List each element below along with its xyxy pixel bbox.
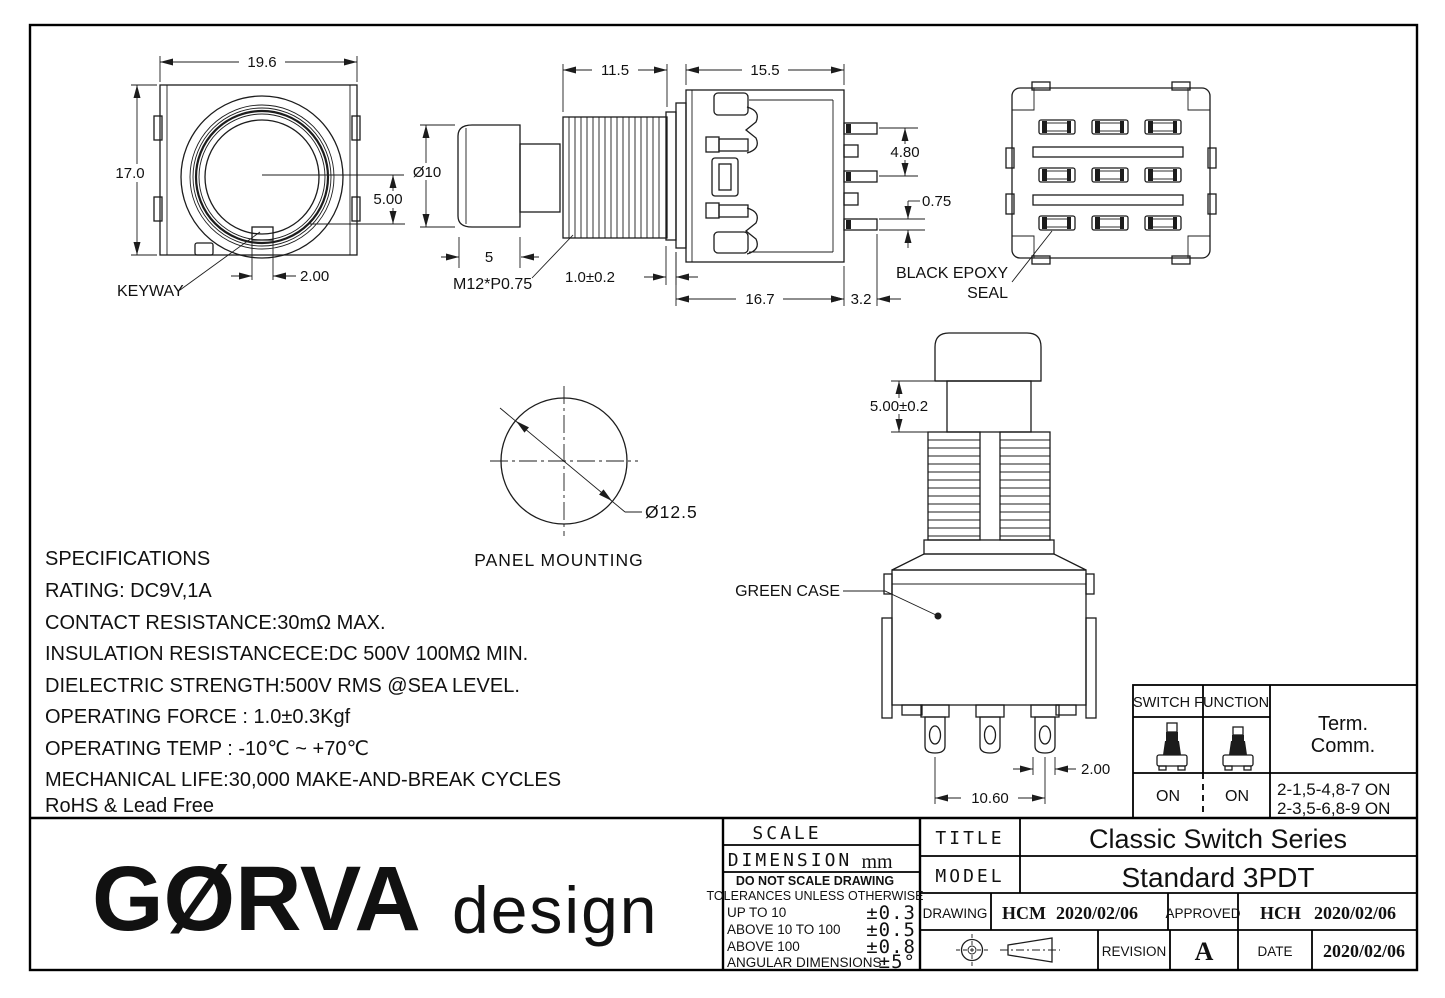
spec-contact-resistance: CONTACT RESISTANCE:30mΩ MAX. — [45, 612, 386, 634]
spec-rohs: RoHS & Lead Free — [45, 795, 214, 817]
spec-dielectric-strength: DIELECTRIC STRENGTH:500V RMS @SEA LEVEL. — [45, 675, 520, 697]
tolerance-row-value: ±5° — [879, 951, 916, 973]
approved-label: APPROVED — [1165, 906, 1240, 921]
panel-mounting-view: Ø12.5 PANEL MOUNTING — [474, 386, 697, 570]
side-view: 11.5 15.5 Ø10 5 M12*P0.75 1.0±0.2 16.7 — [404, 62, 951, 308]
side-button-length-dim: 5 — [485, 249, 493, 266]
approved-date: 2020/02/06 — [1314, 903, 1396, 923]
front-width-dim: 19.6 — [247, 54, 276, 71]
side-body-length-dim: 15.5 — [750, 62, 779, 79]
term-comm-label-line2: Comm. — [1311, 735, 1375, 757]
side-pin-pitch-dim: 4.80 — [890, 144, 919, 161]
tolerance-row-value: ±0.8 — [866, 936, 916, 958]
keyway-notch — [251, 226, 274, 241]
bottom-view: BLACK EPOXY SEAL — [896, 81, 1217, 302]
terminal-comm-line1: 2-1,5-4,8-7 ON — [1277, 780, 1390, 799]
epoxy-seal-label-line2: SEAL — [967, 285, 1008, 302]
side-pin-thickness-dim: 0.75 — [922, 193, 951, 210]
spec-operating-temp: OPERATING TEMP : -10℃ ~ +70℃ — [45, 738, 369, 760]
revision-label: REVISION — [1102, 944, 1167, 959]
thread-spec-label: M12*P0.75 — [453, 276, 532, 293]
approved-by: HCH — [1260, 903, 1301, 923]
switch-function-header: SWITCH FUNCTION — [1133, 695, 1269, 711]
assembly-terminal-span-dim: 10.60 — [971, 790, 1009, 807]
scale-label: SCALE — [752, 823, 821, 844]
keyway-label: KEYWAY — [117, 283, 184, 300]
model-label: MODEL — [935, 866, 1004, 887]
switch-function-table: SWITCH FUNCTION Term. Comm. ON ON 2-1,5-… — [1132, 684, 1418, 819]
front-view: 19.6 17.0 5.00 2.00 KEYWAY — [106, 54, 411, 300]
panel-mounting-caption: PANEL MOUNTING — [474, 550, 644, 570]
tolerance-row-label: UP TO 10 — [727, 905, 786, 920]
spec-insulation-resistance: INSULATION RESISTANCECE:DC 500V 100MΩ MI… — [45, 643, 528, 665]
term-comm-label-line1: Term. — [1318, 713, 1368, 735]
spec-mechanical-life: MECHANICAL LIFE:30,000 MAKE-AND-BREAK CY… — [45, 769, 561, 791]
specifications: SPECIFICATIONS RATING: DC9V,1A CONTACT R… — [45, 548, 561, 817]
dimension-unit: mm — [861, 851, 893, 873]
terminal-comm-line2: 2-3,5-6,8-9 ON — [1277, 799, 1390, 818]
brand-name: GØRVA — [92, 848, 421, 950]
side-body-depth-dim: 16.7 — [745, 291, 774, 308]
side-pin-protrusion-dim: 3.2 — [851, 291, 872, 308]
tolerance-row-value: ±0.5 — [866, 919, 916, 941]
side-bushing-dim: 1.0±0.2 — [565, 269, 615, 286]
model-value: Standard 3PDT — [1122, 862, 1315, 893]
front-center-dim: 5.00 — [373, 191, 402, 208]
tolerance-row-label: ABOVE 100 — [727, 939, 800, 954]
assembly-terminal-width-dim: 2.00 — [1081, 761, 1110, 778]
tolerance-row-label: ANGULAR DIMENSIONS — [727, 955, 882, 970]
tolerance-row-label: ABOVE 10 TO 100 — [727, 922, 841, 937]
date-value: 2020/02/06 — [1323, 941, 1405, 961]
epoxy-seal-label-line1: BLACK EPOXY — [896, 265, 1008, 282]
side-button-dia-dim: Ø10 — [413, 164, 441, 181]
switch-released-icon — [1156, 722, 1188, 771]
front-height-dim: 17.0 — [115, 165, 144, 182]
tolerances-note: TOLERANCES UNLESS OTHERWISE — [707, 889, 924, 903]
spec-rating: RATING: DC9V,1A — [45, 580, 212, 602]
dimension-label: DIMENSION — [728, 850, 853, 871]
switch-state-right: ON — [1225, 788, 1249, 805]
projection-target-icon — [956, 934, 988, 966]
panel-hole-dia-dim: Ø12.5 — [645, 502, 698, 522]
date-label: DATE — [1257, 944, 1292, 959]
assembly-travel-dim: 5.00±0.2 — [870, 398, 928, 415]
title-value: Classic Switch Series — [1089, 824, 1347, 854]
front-keyway-dim: 2.00 — [300, 268, 329, 285]
revision-value: A — [1195, 937, 1214, 966]
drawing-date: 2020/02/06 — [1056, 903, 1138, 923]
switch-pressed-icon — [1222, 726, 1254, 771]
do-not-scale-note: DO NOT SCALE DRAWING — [736, 874, 894, 888]
specs-title: SPECIFICATIONS — [45, 548, 210, 570]
drawing-by: HCM — [1002, 903, 1046, 923]
logo: GØRVA design — [92, 848, 659, 950]
side-thread-length-dim: 11.5 — [601, 62, 629, 79]
switch-state-left: ON — [1156, 788, 1180, 805]
drawing-label: DRAWING — [923, 906, 988, 921]
green-case-label: GREEN CASE — [735, 583, 840, 600]
assembly-view: 5.00±0.2 GREEN CASE 2.00 10.60 — [735, 332, 1110, 807]
title-label: TITLE — [935, 828, 1004, 849]
brand-suffix: design — [452, 873, 659, 947]
title-block: SCALE DIMENSION mm DO NOT SCALE DRAWING … — [30, 816, 1417, 973]
spec-operating-force: OPERATING FORCE : 1.0±0.3Kgf — [45, 706, 351, 728]
projection-cone-icon — [1000, 937, 1060, 963]
tolerance-row-value: ±0.3 — [866, 902, 916, 924]
